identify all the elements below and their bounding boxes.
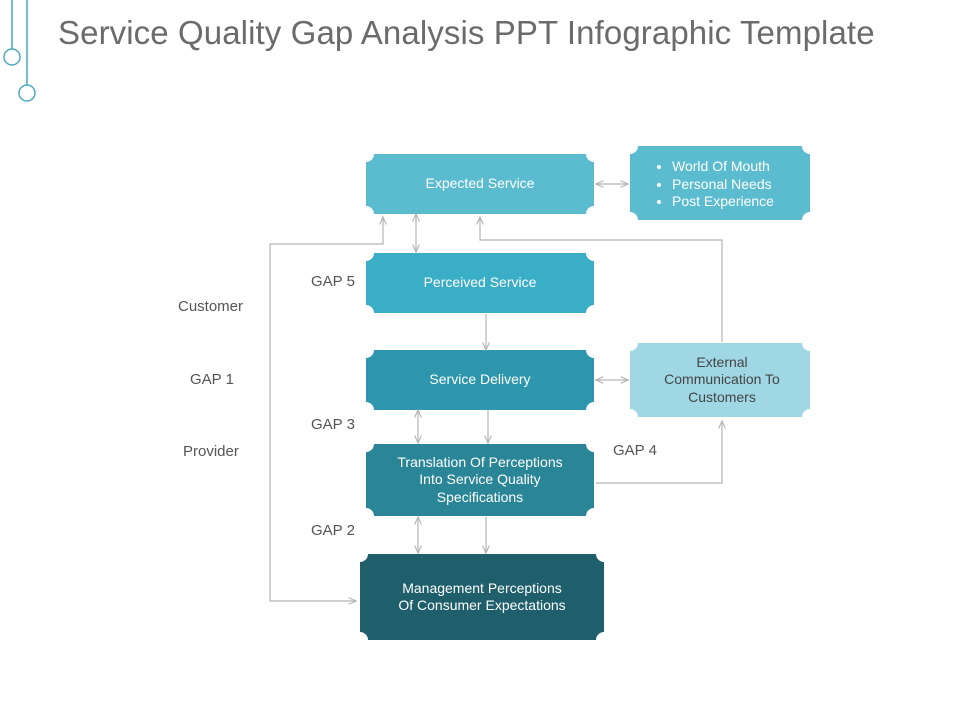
- translation-text: Translation Of Perceptions Into Service …: [397, 453, 563, 505]
- factors-list: World Of Mouth Personal Needs Post Exper…: [632, 158, 808, 211]
- gap5-label: GAP 5: [311, 273, 355, 290]
- provider-label: Provider: [183, 443, 239, 460]
- deco-circle-2: [18, 84, 36, 102]
- connector-external-expected: [480, 217, 723, 342]
- page-title: Service Quality Gap Analysis PPT Infogra…: [58, 14, 875, 51]
- factor-item: World Of Mouth: [672, 158, 808, 176]
- external-communication-text: External Communication To Customers: [664, 353, 780, 405]
- expected-service-text: Expected Service: [425, 175, 535, 192]
- connector-gap1: [269, 217, 383, 601]
- deco-circle-1: [3, 48, 21, 66]
- translation-box: [366, 444, 594, 516]
- management-perceptions-box: [360, 554, 604, 640]
- factor-item: Post Experience: [672, 193, 808, 211]
- management-perceptions-text: Management Perceptions Of Consumer Expec…: [398, 579, 566, 614]
- gap3-label: GAP 3: [311, 416, 355, 433]
- factors-box: [630, 146, 810, 220]
- external-communication-box: [630, 343, 810, 417]
- service-delivery-box: [366, 350, 594, 410]
- gap2-label: GAP 2: [311, 522, 355, 539]
- perceived-service-text: Perceived Service: [423, 274, 537, 291]
- gap4-label: GAP 4: [613, 442, 657, 459]
- factor-item: Personal Needs: [672, 176, 808, 194]
- expected-service-box: [366, 154, 594, 214]
- customer-label: Customer: [178, 298, 244, 315]
- service-delivery-text: Service Delivery: [429, 371, 531, 388]
- perceived-service-box: [366, 253, 594, 313]
- gap1-label: GAP 1: [190, 371, 234, 388]
- connector-translation-external: [596, 421, 722, 484]
- corner-decoration: [3, 0, 36, 102]
